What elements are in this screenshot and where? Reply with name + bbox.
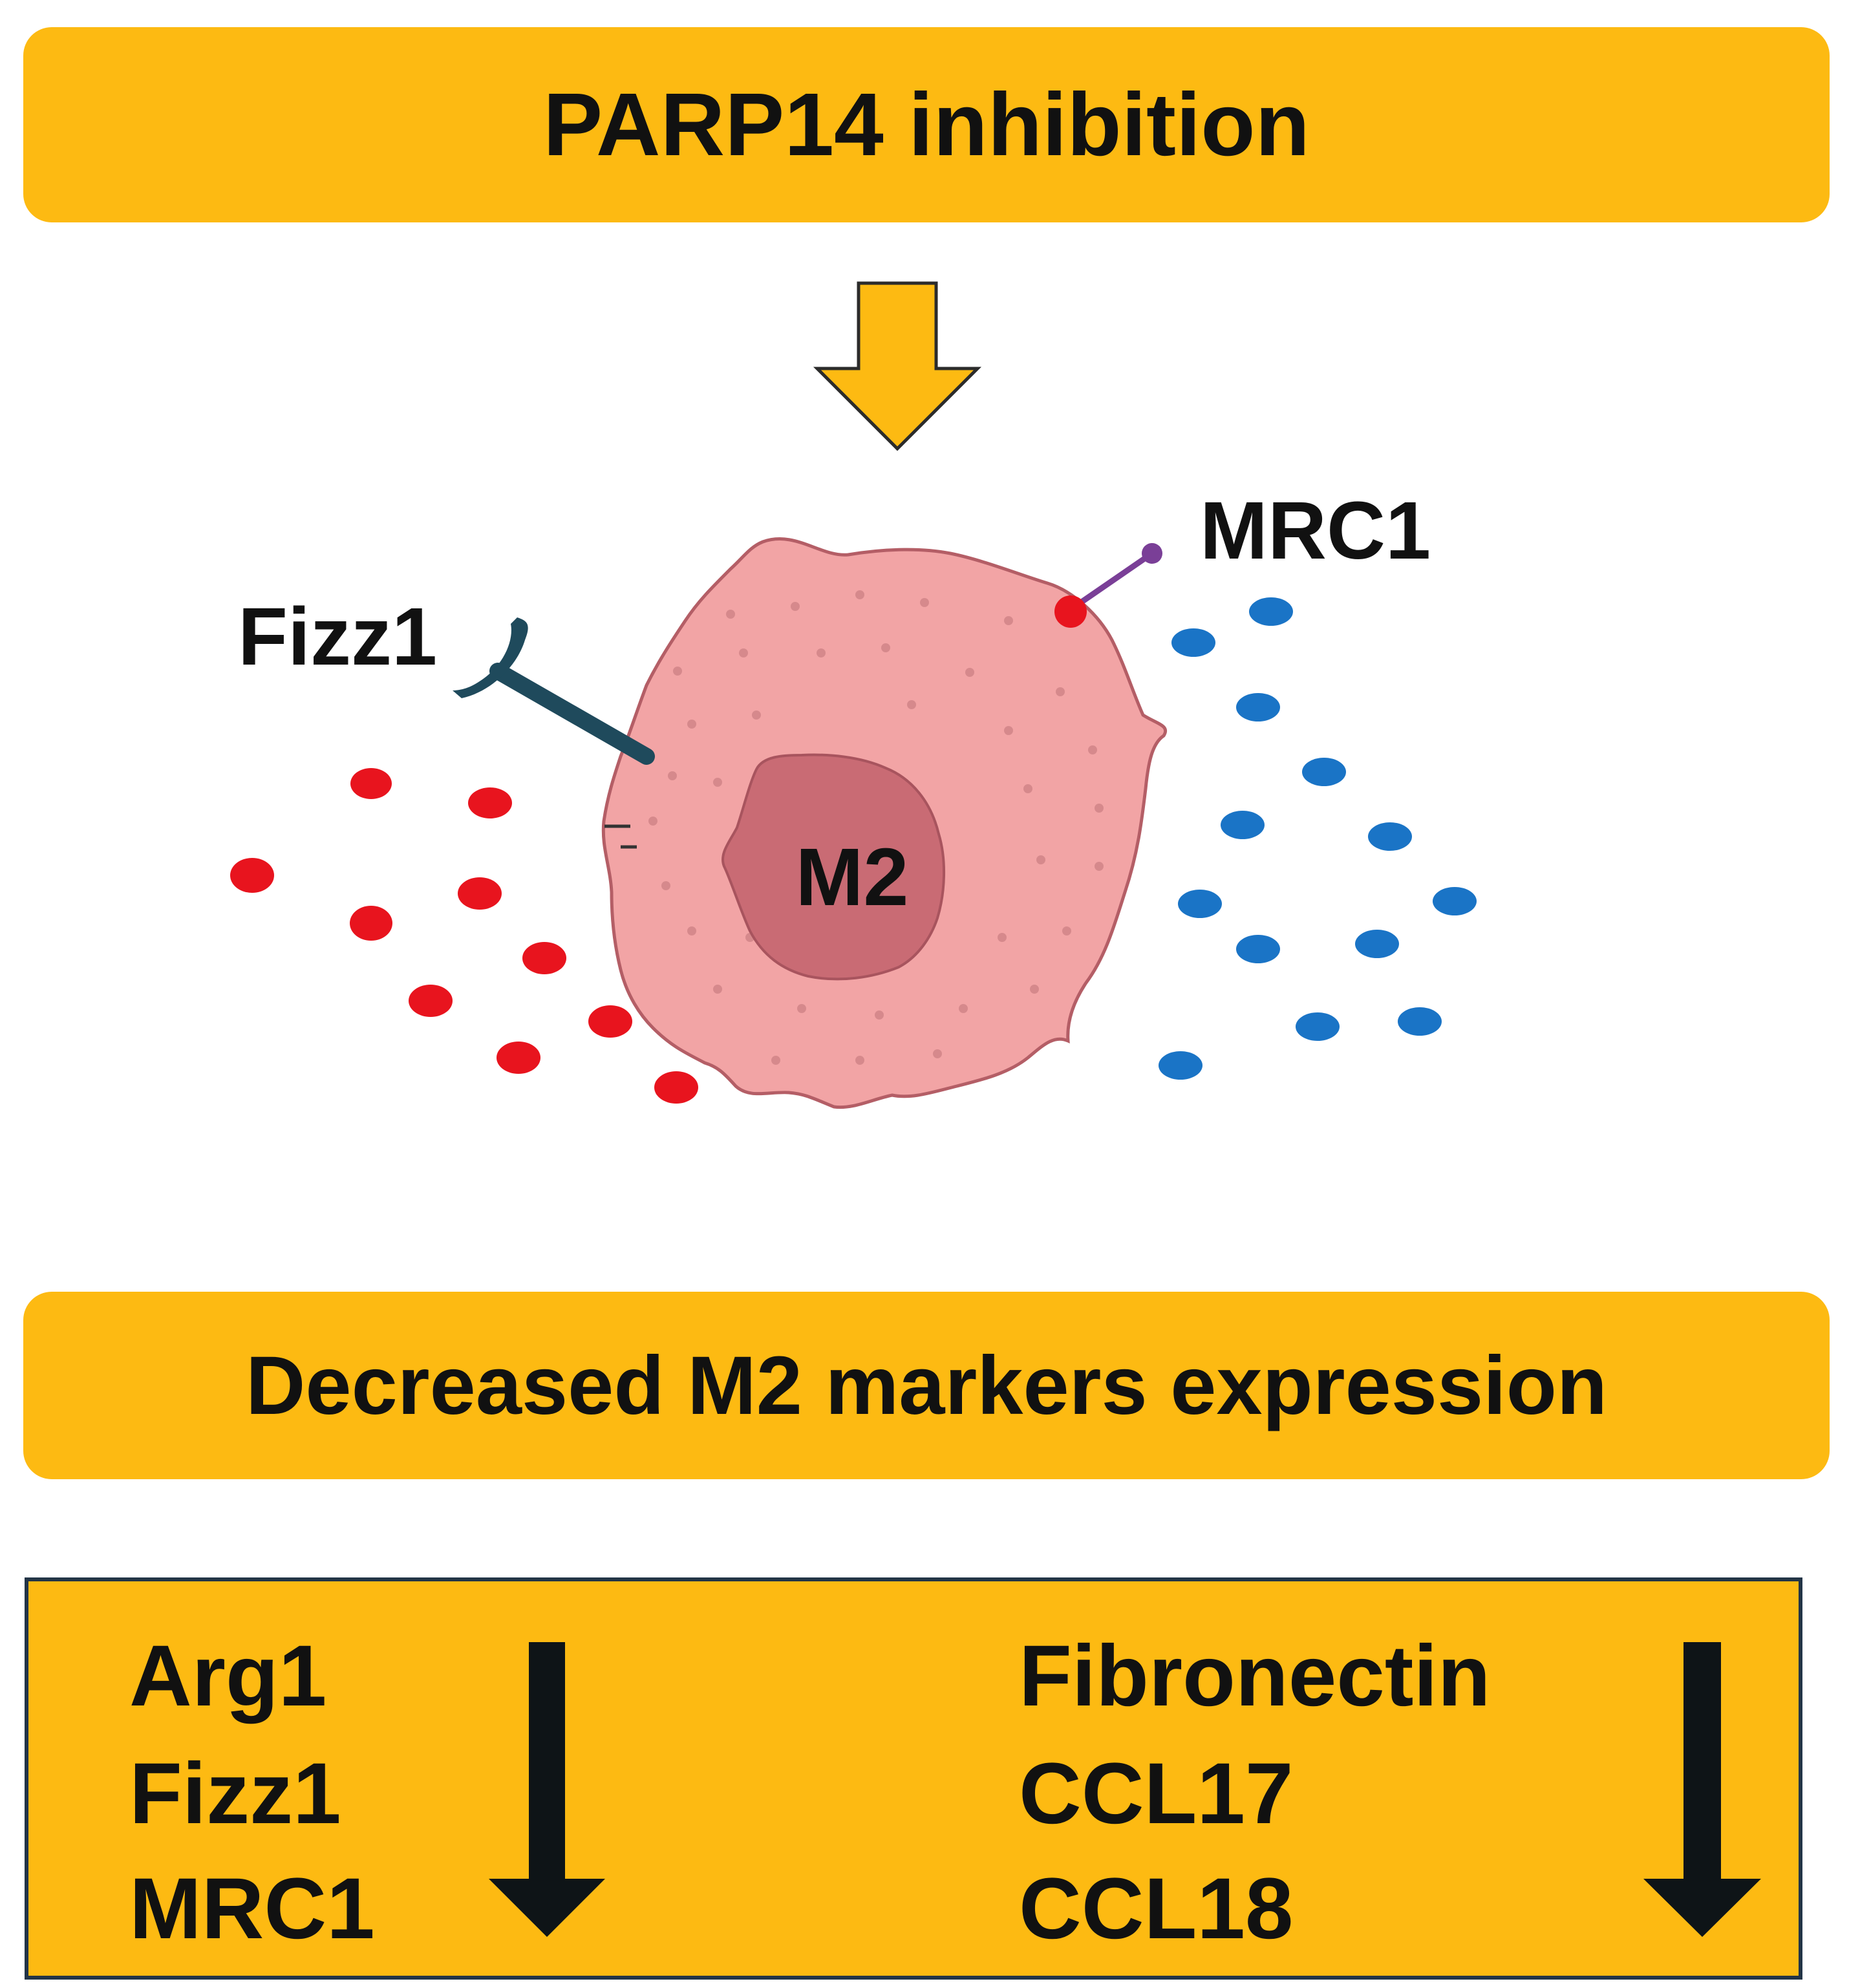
top-banner-text: PARP14 inhibition xyxy=(543,74,1310,175)
marker-left-2: Fizz1 xyxy=(129,1746,341,1842)
marker-right-2: CCL17 xyxy=(1019,1746,1294,1842)
right-down-arrow-icon xyxy=(1643,1642,1761,1937)
cell-label: M2 xyxy=(795,831,908,923)
marker-right-1: Fibronectin xyxy=(1019,1628,1491,1724)
down-arrow-icon xyxy=(813,281,982,451)
marker-arrows xyxy=(489,1642,1761,1937)
left-down-arrow-icon xyxy=(489,1642,605,1937)
cell-diagram: M2 Fizz1 MRC1 xyxy=(230,281,1477,1109)
marker-left-1: Arg1 xyxy=(129,1628,327,1724)
marker-right-3: CCL18 xyxy=(1019,1861,1294,1957)
red-dots xyxy=(230,768,698,1104)
marker-left-3: MRC1 xyxy=(129,1861,375,1957)
blue-dots xyxy=(1159,597,1477,1080)
mrc1-label: MRC1 xyxy=(1200,485,1431,576)
middle-banner-text: Decreased M2 markers expression xyxy=(245,1339,1608,1432)
mrc1-receptor xyxy=(1054,543,1162,628)
marker-box: Arg1 Fizz1 MRC1 Fibronectin CCL17 CCL18 xyxy=(25,1577,1802,1980)
membrane-ticks xyxy=(604,824,637,849)
top-banner: PARP14 inhibition xyxy=(23,27,1830,222)
fizz1-receptor xyxy=(453,617,655,765)
fizz1-label: Fizz1 xyxy=(238,591,437,682)
cell-granules xyxy=(648,590,1104,1065)
nucleus xyxy=(721,753,945,981)
middle-banner: Decreased M2 markers expression xyxy=(23,1292,1830,1479)
